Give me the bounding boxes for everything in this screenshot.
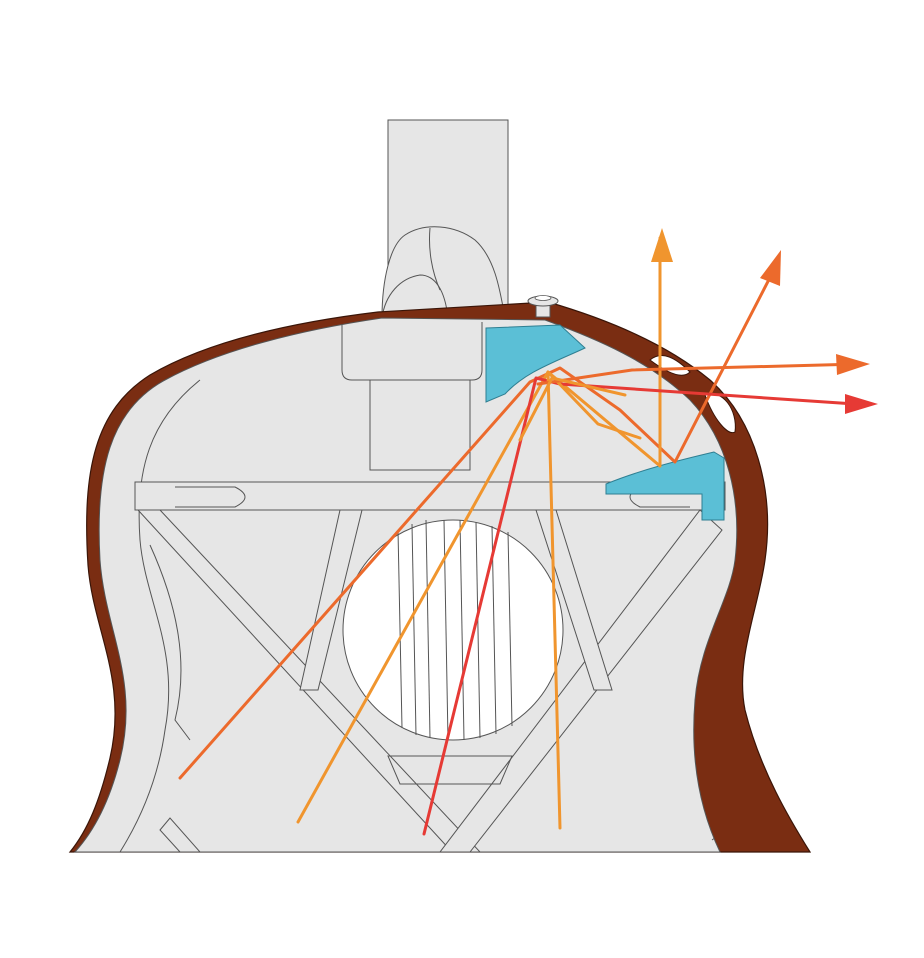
- finger-brace-left: [299, 509, 363, 691]
- lower-brace: [387, 755, 513, 785]
- ray-orange-1: [296, 236, 662, 824]
- neck-block-lower: [369, 379, 471, 471]
- sound-rays: [178, 228, 878, 836]
- guitar-body: [68, 295, 812, 853]
- upper-reflector: [485, 324, 586, 403]
- strap-button-top: [534, 295, 552, 301]
- arrowhead-icon: [651, 228, 673, 262]
- sound-hole: [342, 519, 564, 741]
- kerfing-line: [119, 379, 201, 852]
- neck: [381, 119, 509, 331]
- lower-reflector: [605, 451, 725, 521]
- string-line: [397, 529, 403, 729]
- finger-brace-right: [535, 509, 613, 691]
- x-brace-right: [438, 509, 723, 852]
- brace-end-left: [175, 486, 246, 508]
- ray-dark-orange-2: [536, 362, 862, 386]
- neck-heel-cap: [381, 274, 449, 319]
- arrowhead-icon: [836, 354, 870, 375]
- tail-brace: [159, 817, 202, 852]
- string-line: [475, 521, 481, 739]
- strap-button-icon: [527, 295, 559, 318]
- neck-heel-seam: [429, 227, 441, 291]
- string-line: [459, 519, 465, 741]
- ray-dark-orange-1: [178, 260, 780, 780]
- string-line: [507, 531, 513, 727]
- ray-orange-2: [546, 370, 642, 830]
- ray-orange-3: [518, 376, 627, 442]
- arrowhead-icon: [760, 250, 781, 286]
- string-line: [411, 523, 417, 736]
- string-line: [425, 519, 431, 739]
- sound-hole-opening: [342, 519, 564, 741]
- interior-details: [119, 322, 737, 852]
- arrowhead-icon: [845, 394, 878, 414]
- left-side-brace: [149, 544, 191, 741]
